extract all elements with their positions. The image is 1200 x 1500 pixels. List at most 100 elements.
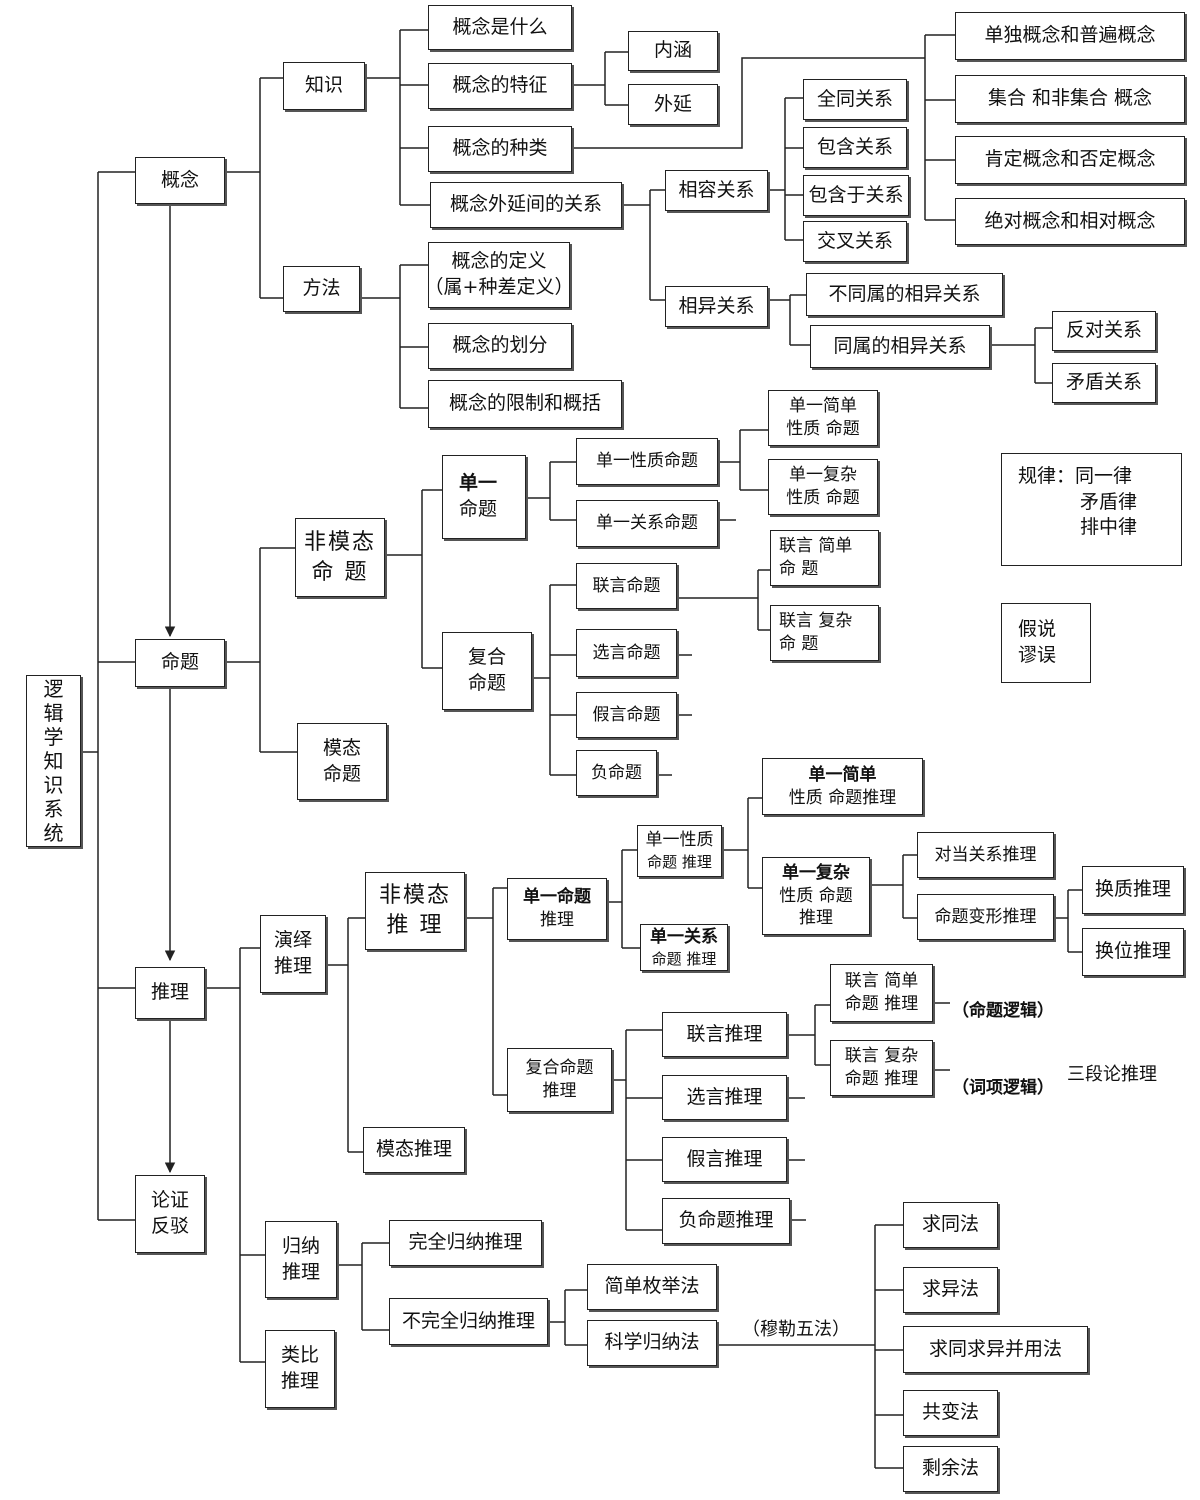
node-simple-simple: 单一简单性质 命题 xyxy=(768,390,878,446)
node-label-line: 联言 复杂 xyxy=(779,611,853,632)
node-scientific-induction: 科学归纳法 xyxy=(587,1320,717,1366)
node-label: 命题变形推理 xyxy=(934,906,1037,927)
node-label: 肯定概念和否定概念 xyxy=(984,148,1156,171)
node-label-line: 联言 简单 xyxy=(844,971,919,992)
node-label: 单一性质命题 xyxy=(596,451,698,472)
node-label-line: 非模态 xyxy=(303,529,376,555)
node-label: 负命题推理 xyxy=(678,1209,774,1232)
node-what-is-concept: 概念是什么 xyxy=(428,5,572,50)
node-label: 负命题 xyxy=(591,762,642,783)
node-method-difference: 求异法 xyxy=(903,1267,998,1313)
node-label: 不完全归纳推理 xyxy=(401,1309,535,1332)
node-concept-types: 概念的种类 xyxy=(428,126,572,172)
node-label-line: 推理 xyxy=(273,955,312,977)
node-label-line: 类比 xyxy=(280,1344,319,1367)
node-label-line: 假说 xyxy=(1018,618,1057,641)
node-label-line: 单一简单 xyxy=(808,764,877,785)
node-label: 联言推理 xyxy=(686,1022,763,1045)
node-label: 联言命题 xyxy=(592,575,661,596)
node-extension: 外延 xyxy=(628,84,718,125)
node-definition: 概念的定义（属+种差定义） xyxy=(425,242,573,308)
node-simple-complex-reasoning: 单一复杂性质 命题推理 xyxy=(762,857,870,935)
node-label-line: 命题 推理 xyxy=(651,949,717,968)
node-simple-rel-reasoning: 单一关系命题 推理 xyxy=(640,924,728,971)
node-label: 概念的种类 xyxy=(452,137,548,160)
node-inclusion: 包含关系 xyxy=(803,127,907,168)
node-modal-reasoning: 模态推理 xyxy=(363,1127,465,1173)
node-argument: 论证反驳 xyxy=(135,1175,205,1253)
node-label: 假言命题 xyxy=(592,704,661,725)
node-label: 假言推理 xyxy=(686,1147,763,1170)
node-label: 单独概念和普遍概念 xyxy=(984,24,1156,47)
node-label-line: 性质 命题 xyxy=(786,488,860,508)
node-same-genus: 同属的相异关系 xyxy=(810,325,990,368)
node-label: 共变法 xyxy=(921,1401,979,1424)
node-label-line: 排中律 xyxy=(1080,516,1138,539)
node-label: 包含关系 xyxy=(816,135,893,158)
node-conj-complex-reasoning: 联言 复杂命题 推理 xyxy=(830,1040,933,1096)
node-proposition: 命题 xyxy=(135,639,225,687)
node-nonmodal-reasoning: 非模态推 理 xyxy=(365,872,465,950)
node-label-line: 矛盾律 xyxy=(1080,490,1138,513)
node-label: 概念的划分 xyxy=(452,334,548,357)
node-label: 命题 xyxy=(160,651,199,674)
node-label-line: 单一性质 xyxy=(645,830,714,851)
node-label-line: 性质 命题推理 xyxy=(788,787,897,808)
note-syllogism: 三段论推理 xyxy=(1067,1064,1157,1085)
node-concomitant-variation: 共变法 xyxy=(903,1390,998,1436)
node-label-line: 联言 简单 xyxy=(779,536,853,557)
node-contradictory: 矛盾关系 xyxy=(1052,363,1156,403)
node-label: 全同关系 xyxy=(816,87,893,110)
node-reasoning: 推理 xyxy=(135,967,205,1019)
node-division: 概念的划分 xyxy=(428,323,572,369)
node-induction: 归纳推理 xyxy=(265,1221,337,1298)
node-label: 反对关系 xyxy=(1065,319,1142,342)
node-knowledge: 知识 xyxy=(283,62,365,110)
node-concept: 概念 xyxy=(135,157,225,204)
node-type-4: 绝对概念和相对概念 xyxy=(955,198,1185,245)
node-conversion: 换位推理 xyxy=(1082,928,1184,976)
node-simple-complex: 单一复杂性质 命题 xyxy=(768,459,878,515)
node-label-line: 命 题 xyxy=(311,559,369,585)
node-label: 换位推理 xyxy=(1094,940,1171,963)
node-disjunctive: 选言命题 xyxy=(576,629,677,677)
node-hypothesis-fallacy: 假说谬误 xyxy=(1001,603,1091,683)
node-label-line: 命题 xyxy=(459,498,498,520)
node-simple-relational: 单一关系命题 xyxy=(576,500,718,547)
node-included: 包含于关系 xyxy=(803,175,909,216)
node-label: 集合 和非集合 概念 xyxy=(987,87,1153,110)
node-conj-complex: 联言 复杂命 题 xyxy=(770,605,879,661)
node-label-line: 命题 推理 xyxy=(844,994,919,1014)
node-type-1: 单独概念和普遍概念 xyxy=(955,12,1185,60)
node-label-line: 性质 命题 xyxy=(779,885,853,906)
node-incomplete-induction: 不完全归纳推理 xyxy=(389,1298,548,1345)
node-label-line: 推理 xyxy=(280,1370,319,1392)
node-label: 绝对概念和相对概念 xyxy=(984,209,1156,232)
node-cross: 交叉关系 xyxy=(803,221,907,262)
node-label: 概念 xyxy=(160,168,199,191)
node-simple-prop: 单一命题 xyxy=(442,455,526,539)
node-label-line: 复合命题 xyxy=(525,1058,594,1079)
node-square-opposition: 对当关系推理 xyxy=(917,832,1054,878)
node-label: 简单枚举法 xyxy=(604,1275,700,1298)
node-nonmodal-prop: 非模态命 题 xyxy=(295,518,385,597)
node-method: 方法 xyxy=(283,266,360,312)
node-label-line: 复合 xyxy=(467,646,506,669)
node-label-line: 单一关系 xyxy=(650,926,718,947)
node-intension: 内涵 xyxy=(628,31,718,71)
node-label-line: 推理 xyxy=(281,1260,320,1283)
node-label-line: 模态 xyxy=(322,736,361,759)
node-negative: 负命题 xyxy=(576,750,657,796)
node-label: 包含于关系 xyxy=(808,183,904,206)
node-label: 完全归纳推理 xyxy=(408,1231,523,1254)
note-term-logic: （词项逻辑） xyxy=(952,1078,1054,1098)
node-obversion: 换质推理 xyxy=(1082,866,1184,914)
node-label: 求同求异并用法 xyxy=(928,1337,1062,1360)
node-label: 交叉关系 xyxy=(816,229,893,252)
node-compound-prop-reasoning: 复合命题推理 xyxy=(507,1048,612,1112)
node-label-line: 单一 xyxy=(459,472,498,495)
node-neg-reasoning: 负命题推理 xyxy=(662,1198,790,1244)
node-label: 不同属的相异关系 xyxy=(828,282,981,305)
